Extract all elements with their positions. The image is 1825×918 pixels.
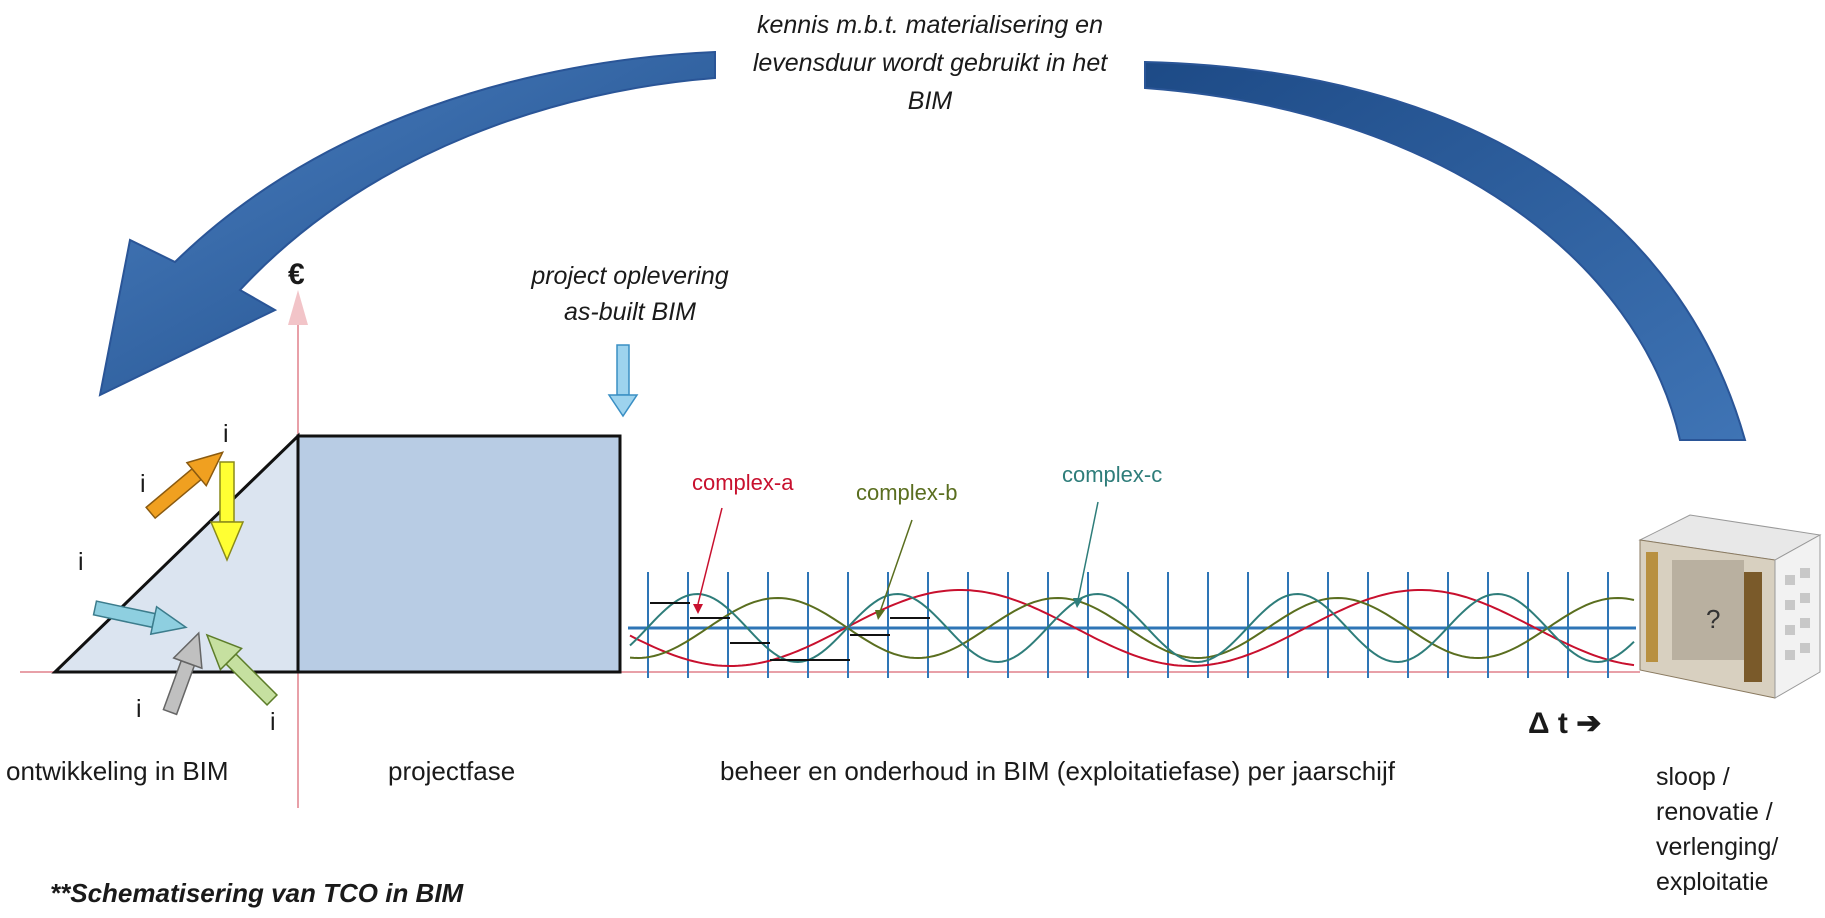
delivery-label: project oplevering as-built BIM: [510, 258, 750, 330]
top-note-line: BIM: [907, 87, 953, 115]
series-pointers: [693, 501, 1099, 620]
series-label-complex-b: complex-b: [856, 480, 958, 505]
input-label: i: [223, 420, 229, 448]
wave-complex-c: [629, 592, 1635, 664]
input-label: i: [78, 548, 84, 576]
complex-waves: [629, 589, 1635, 667]
time-axis-label: Δ t ➔: [1528, 707, 1602, 740]
input-arrows: [92, 451, 279, 716]
project-block: [296, 434, 622, 674]
building-icon: ?: [1638, 514, 1822, 699]
phase-development: ontwikkeling in BIM: [6, 756, 229, 786]
input-arrow-icon: [209, 461, 245, 562]
end-phase-line: sloop /: [1656, 763, 1730, 791]
caption: **Schematisering van TCO in BIM: [50, 878, 464, 908]
top-note-line: levensduur wordt gebruikt in het: [752, 49, 1108, 77]
end-phase-line: exploitatie: [1656, 868, 1769, 896]
development-triangle: [51, 432, 300, 674]
budget-steps: [650, 602, 930, 661]
input-label: i: [136, 695, 142, 723]
wave-complex-b: [629, 596, 1635, 660]
input-arrow-icon: [145, 451, 225, 520]
wave-complex-a: [629, 589, 1635, 667]
input-arrow-icon: [92, 600, 188, 636]
end-phase-label: sloop / renovatie / verlenging/ exploita…: [1656, 760, 1778, 900]
input-arrow-icon: [205, 633, 279, 707]
curved-arrow-icon: [98, 50, 1747, 441]
phase-exploitation: beheer en onderhoud in BIM (exploitatief…: [720, 756, 1395, 786]
input-arrow-icon: [162, 631, 203, 716]
euro-symbol: €: [288, 258, 305, 291]
top-note-line: kennis m.b.t. materialisering en: [757, 11, 1103, 39]
phase-project: projectfase: [388, 756, 516, 786]
delivery-line: as-built BIM: [564, 298, 696, 326]
end-phase-line: renovatie /: [1656, 798, 1773, 826]
input-label: i: [140, 470, 146, 498]
end-phase-line: verlenging/: [1656, 833, 1779, 861]
delivery-line: project oplevering: [531, 262, 729, 290]
delivery-arrow-icon: [607, 344, 639, 418]
svg-text:?: ?: [1706, 604, 1720, 634]
top-note: kennis m.b.t. materialisering en levensd…: [720, 6, 1140, 120]
series-label-complex-a: complex-a: [692, 470, 794, 495]
series-label-complex-c: complex-c: [1062, 462, 1163, 487]
input-label: i: [270, 708, 276, 736]
